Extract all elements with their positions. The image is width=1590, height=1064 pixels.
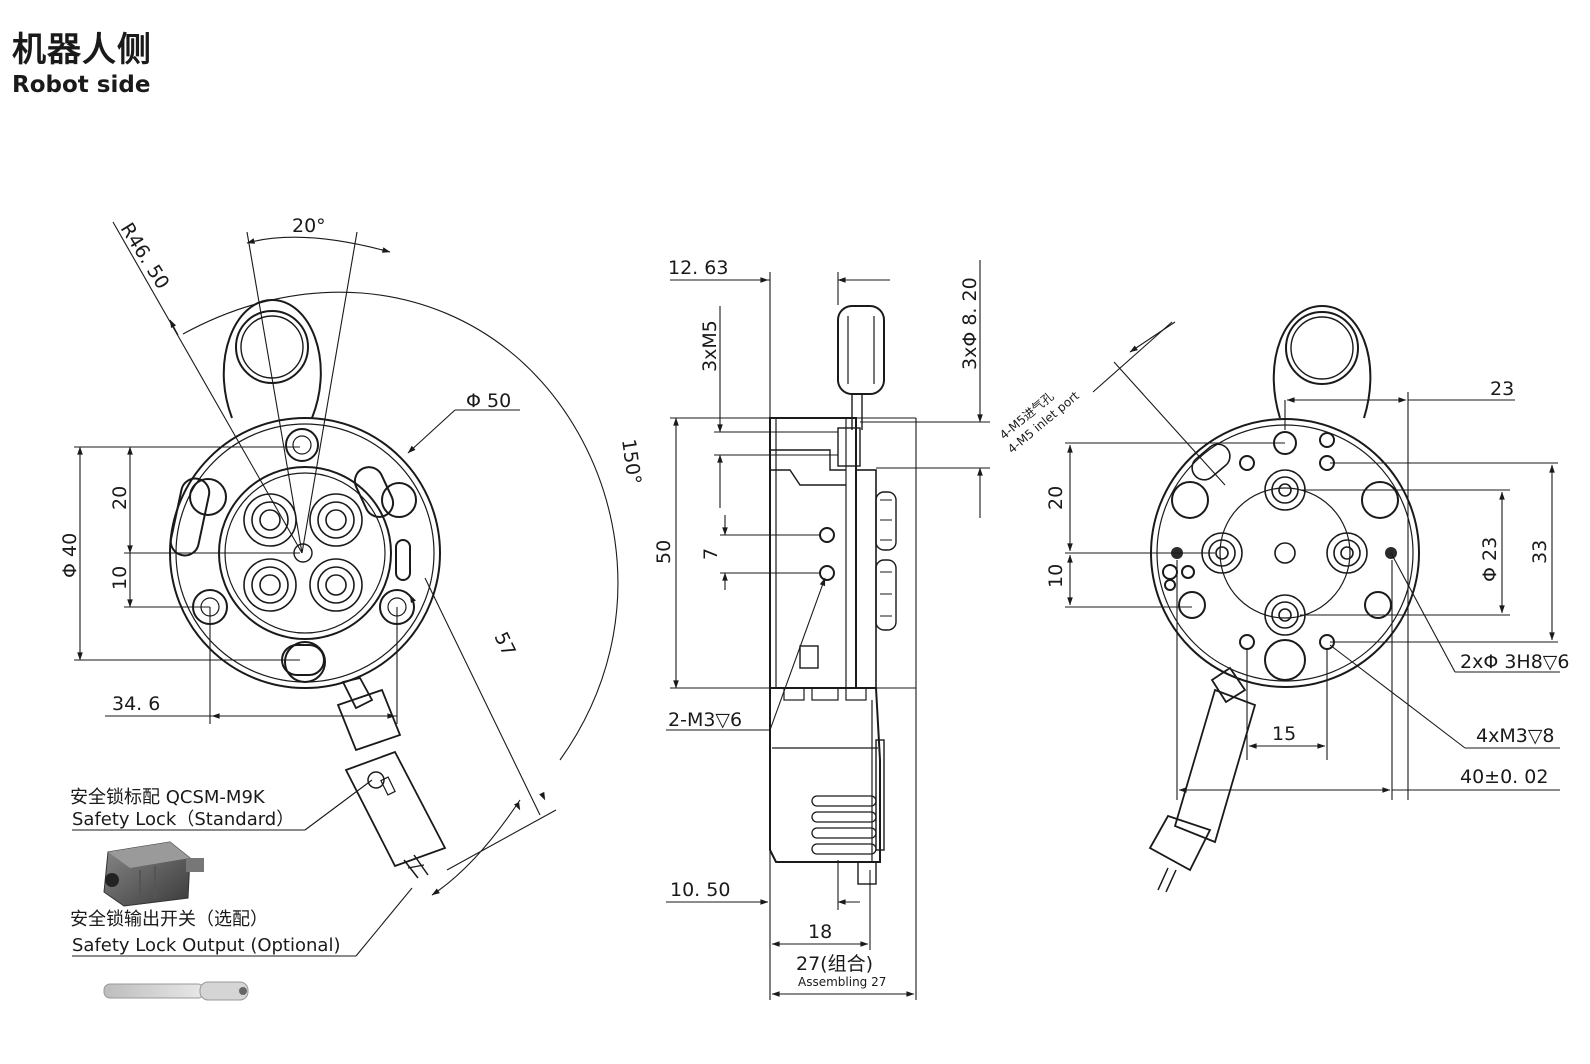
dim-34-6: 34. 6	[112, 693, 160, 715]
dim-radius: R46. 50	[116, 219, 174, 293]
dim-back-33: 33	[1529, 540, 1551, 564]
dim-27: 27(组合)	[796, 953, 873, 975]
safety-lock-opt-en: Safety Lock Output (Optional)	[72, 935, 340, 956]
dim-diameter-50: Φ 50	[466, 390, 511, 412]
dim-back-m3: 4xM3▽8	[1476, 725, 1555, 747]
back-view-dimensions	[1065, 321, 1560, 800]
dim-angle-20: 20°	[292, 215, 326, 237]
dim-diameter-40: Φ 40	[59, 533, 81, 578]
dim-18: 18	[808, 921, 832, 943]
dim-3x-diameter-8-20: 3xΦ 8. 20	[959, 277, 981, 370]
dim-3xm5: 3xM5	[699, 320, 721, 372]
dim-20: 20	[109, 486, 131, 510]
page-title-en: Robot side	[12, 72, 151, 98]
dim-back-pin: 2xΦ 3H8▽6	[1460, 651, 1570, 673]
safety-lock-std-cn: 安全锁标配 QCSM-M9K	[70, 787, 266, 808]
front-view-dimensions	[72, 221, 619, 957]
dim-2-m3: 2-M3▽6	[668, 709, 742, 731]
side-view	[769, 305, 897, 885]
back-view	[1148, 304, 1420, 893]
safety-lock-output-image	[103, 981, 249, 1001]
dim-back-15: 15	[1272, 723, 1296, 745]
safety-lock-std-en: Safety Lock（Standard）	[72, 809, 294, 830]
dim-back-10: 10	[1045, 564, 1067, 588]
dim-50: 50	[653, 540, 675, 564]
safety-lock-product-image	[103, 841, 204, 907]
dim-10: 10	[109, 566, 131, 590]
dim-angle-150: 150°	[617, 438, 645, 486]
page-title-cn: 机器人侧	[12, 30, 152, 70]
dim-57: 57	[490, 629, 520, 660]
dim-back-20: 20	[1045, 486, 1067, 510]
dim-assembling-27: Assembling 27	[798, 975, 886, 989]
dim-back-23: 23	[1490, 378, 1514, 400]
dim-12-63: 12. 63	[668, 257, 728, 279]
dim-10-50: 10. 50	[670, 879, 730, 901]
dim-7: 7	[700, 548, 722, 560]
dim-back-40: 40±0. 02	[1460, 766, 1548, 788]
side-view-dimensions	[666, 260, 990, 1000]
dim-back-diameter-23: Φ 23	[1479, 537, 1501, 582]
safety-lock-opt-cn: 安全锁输出开关（选配）	[70, 909, 268, 930]
